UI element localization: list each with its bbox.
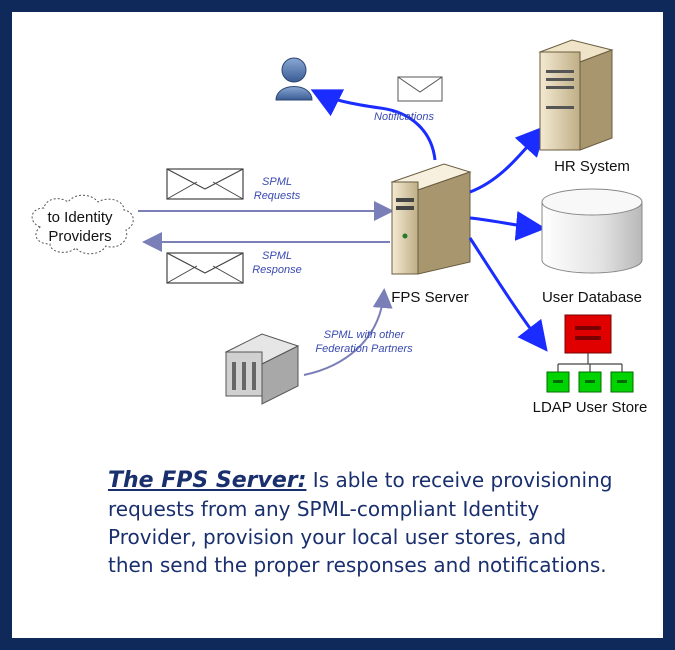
federation-partners-arrow	[303, 288, 393, 376]
ldap-arrow	[468, 237, 548, 352]
server-icon	[390, 163, 472, 275]
federation-partners-label-2: Federation Partners	[315, 343, 413, 355]
hr-system-label: HR System	[554, 158, 630, 175]
caption-title: The FPS Server:	[108, 468, 307, 493]
user-database-arrow	[469, 210, 546, 241]
database-icon	[541, 188, 643, 274]
spml-response-label-1: SPML	[262, 250, 292, 262]
identity-providers-label-2: Providers	[48, 228, 111, 245]
fps-server-label: FPS Server	[391, 289, 469, 306]
identity-providers-label-1: to Identity	[47, 209, 113, 226]
spml-requests-label-1: SPML	[262, 176, 292, 188]
fps-diagram: to Identity Providers SPML Requests SPML	[31, 39, 648, 416]
identity-providers-cloud: to Identity Providers	[31, 194, 134, 255]
hr-system-arrow	[469, 125, 547, 194]
ldap-user-store-label: LDAP User Store	[533, 399, 648, 416]
bank-building-icon	[224, 333, 300, 405]
caption-line-1: The FPS Server: Is able to receive provi…	[108, 466, 648, 495]
spml-response-label-2: Response	[252, 264, 302, 276]
hr-server-icon	[538, 39, 614, 151]
caption-body-1: Is able to receive provisioning	[306, 468, 613, 492]
content-panel: to Identity Providers SPML Requests SPML	[12, 12, 663, 638]
user-icon	[275, 57, 313, 101]
ldap-tree-icon	[546, 314, 634, 393]
caption-line-2: requests from any SPML-compliant Identit…	[108, 497, 540, 521]
envelope-icon	[166, 168, 244, 200]
federation-partners-label-1: SPML with other	[324, 329, 406, 341]
envelope-icon	[397, 76, 443, 102]
caption-line-3: Provider, provision your local user stor…	[108, 525, 567, 549]
user-database-label: User Database	[542, 289, 642, 306]
notifications-label: Notifications	[374, 111, 434, 123]
notifications-arrow	[310, 89, 437, 161]
spml-requests-label-2: Requests	[254, 190, 301, 202]
envelope-icon	[166, 252, 244, 284]
caption-line-4: then send the proper responses and notif…	[108, 553, 607, 577]
caption: The FPS Server: Is able to receive provi…	[108, 466, 648, 579]
